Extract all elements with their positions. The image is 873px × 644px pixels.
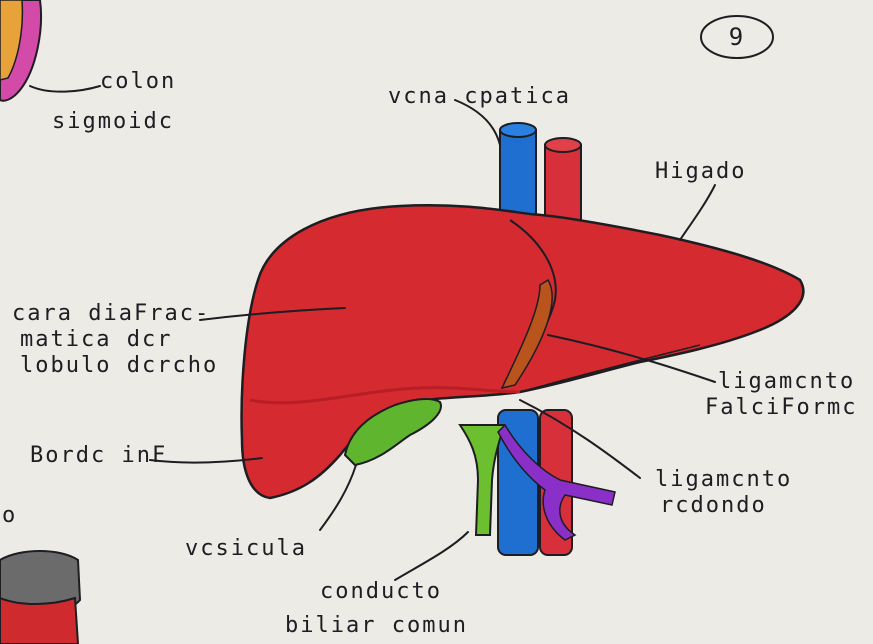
label-borde-inf: Bordc inF [30, 443, 167, 468]
label-cara-line3: lobulo dcrcho [20, 353, 218, 378]
label-higado: Higado [655, 159, 746, 184]
stomach-fragment [0, 551, 80, 644]
label-edge-fragment: o [2, 503, 17, 528]
label-colon-line2: sigmoidc [52, 109, 174, 134]
label-vena-cava: vcna cpatica [388, 84, 571, 109]
label-conducto-line1: conducto [320, 579, 442, 604]
label-cara-line1: cara diaFrac- [12, 301, 210, 326]
label-conducto-line2: biliar comun [285, 613, 468, 638]
label-ligamento-redondo-line2: rcdondo [660, 493, 767, 518]
label-ligamento-falciforme-line2: FalciFormc [705, 395, 857, 420]
label-ligamento-redondo-line1: ligamcnto [655, 467, 792, 492]
label-vesicula: vcsicula [185, 536, 307, 561]
label-colon-line1: colon [100, 69, 176, 94]
page-number: 9 [729, 23, 745, 51]
label-ligamento-falciforme-line1: ligamcnto [718, 369, 855, 394]
label-cara-line2: matica dcr [20, 327, 172, 352]
